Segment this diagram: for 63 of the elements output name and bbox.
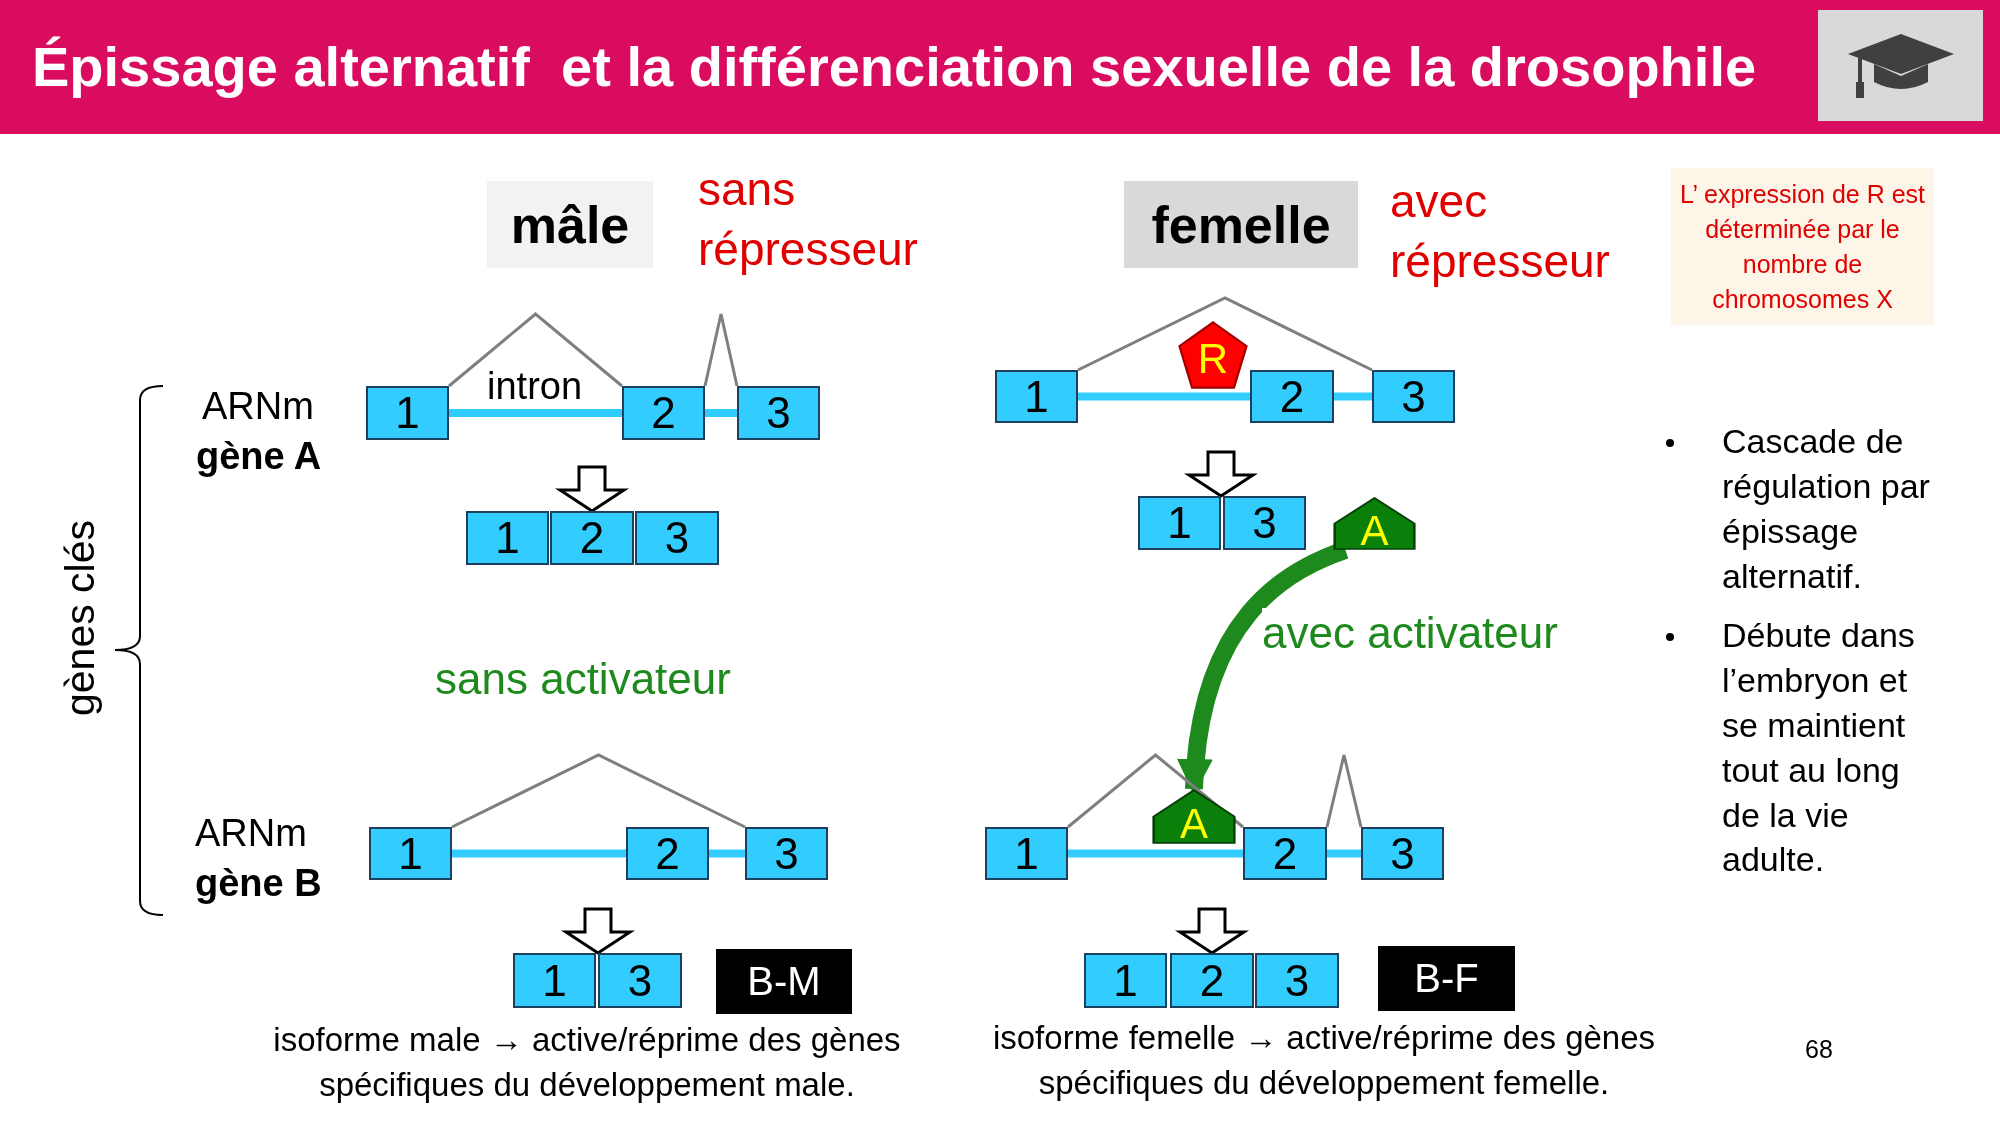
intron-label: intron [487, 366, 583, 408]
intron-line [449, 409, 622, 417]
intron-line [452, 849, 626, 858]
exon-box: 3 [635, 511, 719, 565]
exon-box: 1 [1084, 953, 1167, 1008]
exon-box: 3 [1255, 953, 1339, 1008]
gene-label: gène B [195, 863, 322, 905]
intron-line [709, 849, 745, 858]
splice-line [1067, 753, 1244, 829]
protein-box: B-F [1378, 946, 1515, 1011]
bullet-text: Cascade de régulation par épissage alternatif. [1722, 421, 1931, 597]
exon-box: 1 [466, 511, 549, 565]
exon-box: 1 [985, 827, 1068, 880]
exon-box: 2 [1170, 953, 1254, 1008]
exon-box: 1 [366, 386, 449, 440]
caption-text: isoforme femelle → active/réprime des gènes spécifiques du développement femelle. [991, 1018, 1657, 1103]
block-arrow [555, 465, 629, 513]
row-label: ARNm [195, 813, 307, 855]
splice-line [448, 312, 623, 388]
exon-box: 2 [626, 827, 709, 880]
intron-line [1327, 849, 1361, 858]
block-arrow [1175, 907, 1249, 955]
sex-label: mâle [487, 181, 653, 268]
axis-title: gènes clés [58, 520, 104, 716]
gene-label: gène A [196, 436, 322, 478]
exon-box: 3 [598, 953, 682, 1008]
splice-line [1077, 296, 1373, 372]
splice-line [703, 312, 739, 387]
slide-title: Épissage alternatif et la différenciation sexuelle de la drosophile [32, 34, 1757, 100]
exon-box: 1 [369, 827, 452, 880]
status-text: avec répresseur [1390, 174, 1611, 289]
exon-box: 1 [513, 953, 596, 1008]
note-box: L’ expression de R est déterminée par le nombre de chromosomes X [1671, 168, 1934, 325]
splice-line [1325, 753, 1363, 828]
intron-line [1078, 392, 1250, 401]
page-number: 68 [1805, 1036, 1833, 1064]
activator-shape: A [1152, 789, 1236, 844]
exon-box: 3 [737, 386, 820, 440]
exon-box: 3 [1372, 370, 1455, 423]
exon-box: 3 [1361, 827, 1444, 880]
sex-label: femelle [1124, 181, 1358, 268]
status-text: sans répresseur [698, 162, 919, 277]
activator-shape: A [1333, 497, 1416, 550]
block-arrow [561, 907, 635, 955]
splice-line [451, 753, 746, 829]
protein-box: B-M [716, 949, 852, 1014]
exon-box: 1 [995, 370, 1078, 423]
bullet-text: Débute dans l’embryon et se maintient tout au long de la vie adulte. [1722, 615, 1916, 881]
exon-box: 3 [1223, 496, 1306, 550]
exon-box: 2 [550, 511, 634, 565]
intron-line [1068, 849, 1243, 858]
status-text: sans activateur [435, 655, 731, 704]
exon-box: 1 [1138, 496, 1221, 550]
exon-box: 3 [745, 827, 828, 880]
exon-box: 2 [1243, 827, 1327, 880]
exon-box: 2 [622, 386, 705, 440]
block-arrow [1184, 450, 1258, 498]
intron-line [1334, 392, 1372, 401]
exon-box: 2 [1250, 370, 1334, 423]
caption-text: isoforme male → active/réprime des gènes spécifiques du développement male. [272, 1020, 902, 1105]
repressor-pentagon: R [1178, 321, 1248, 389]
intron-line [705, 409, 737, 417]
row-label: ARNm [202, 386, 314, 428]
